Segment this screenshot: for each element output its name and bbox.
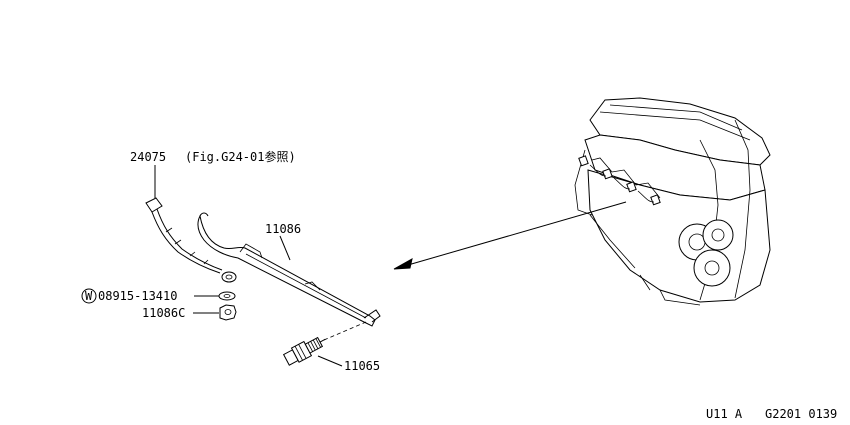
- engine-block: [574, 97, 771, 306]
- harness-24075: [145, 165, 237, 283]
- engine-plug-bosses: [578, 155, 661, 206]
- label-harness-note: (Fig.G24-01参照): [185, 149, 296, 164]
- label-nut-number: 11086C: [142, 306, 185, 320]
- label-washer-prefix: W: [85, 289, 93, 303]
- footer-code-right: G2201 0139: [765, 407, 837, 421]
- label-plug-number: 11065: [344, 359, 380, 373]
- washer-symbol-circle: [81, 288, 97, 304]
- nut-11086c: [193, 304, 237, 321]
- bracket-11086: [197, 212, 381, 327]
- footer-code-left: U11 A: [706, 407, 743, 421]
- label-washer-number: 08915-13410: [98, 289, 177, 303]
- label-harness-number: 24075: [130, 150, 166, 164]
- label-bracket-number: 11086: [265, 222, 301, 236]
- washer-08915-13410: [81, 288, 236, 304]
- location-arrow: [393, 201, 627, 270]
- spark-plug-11065: [282, 321, 367, 367]
